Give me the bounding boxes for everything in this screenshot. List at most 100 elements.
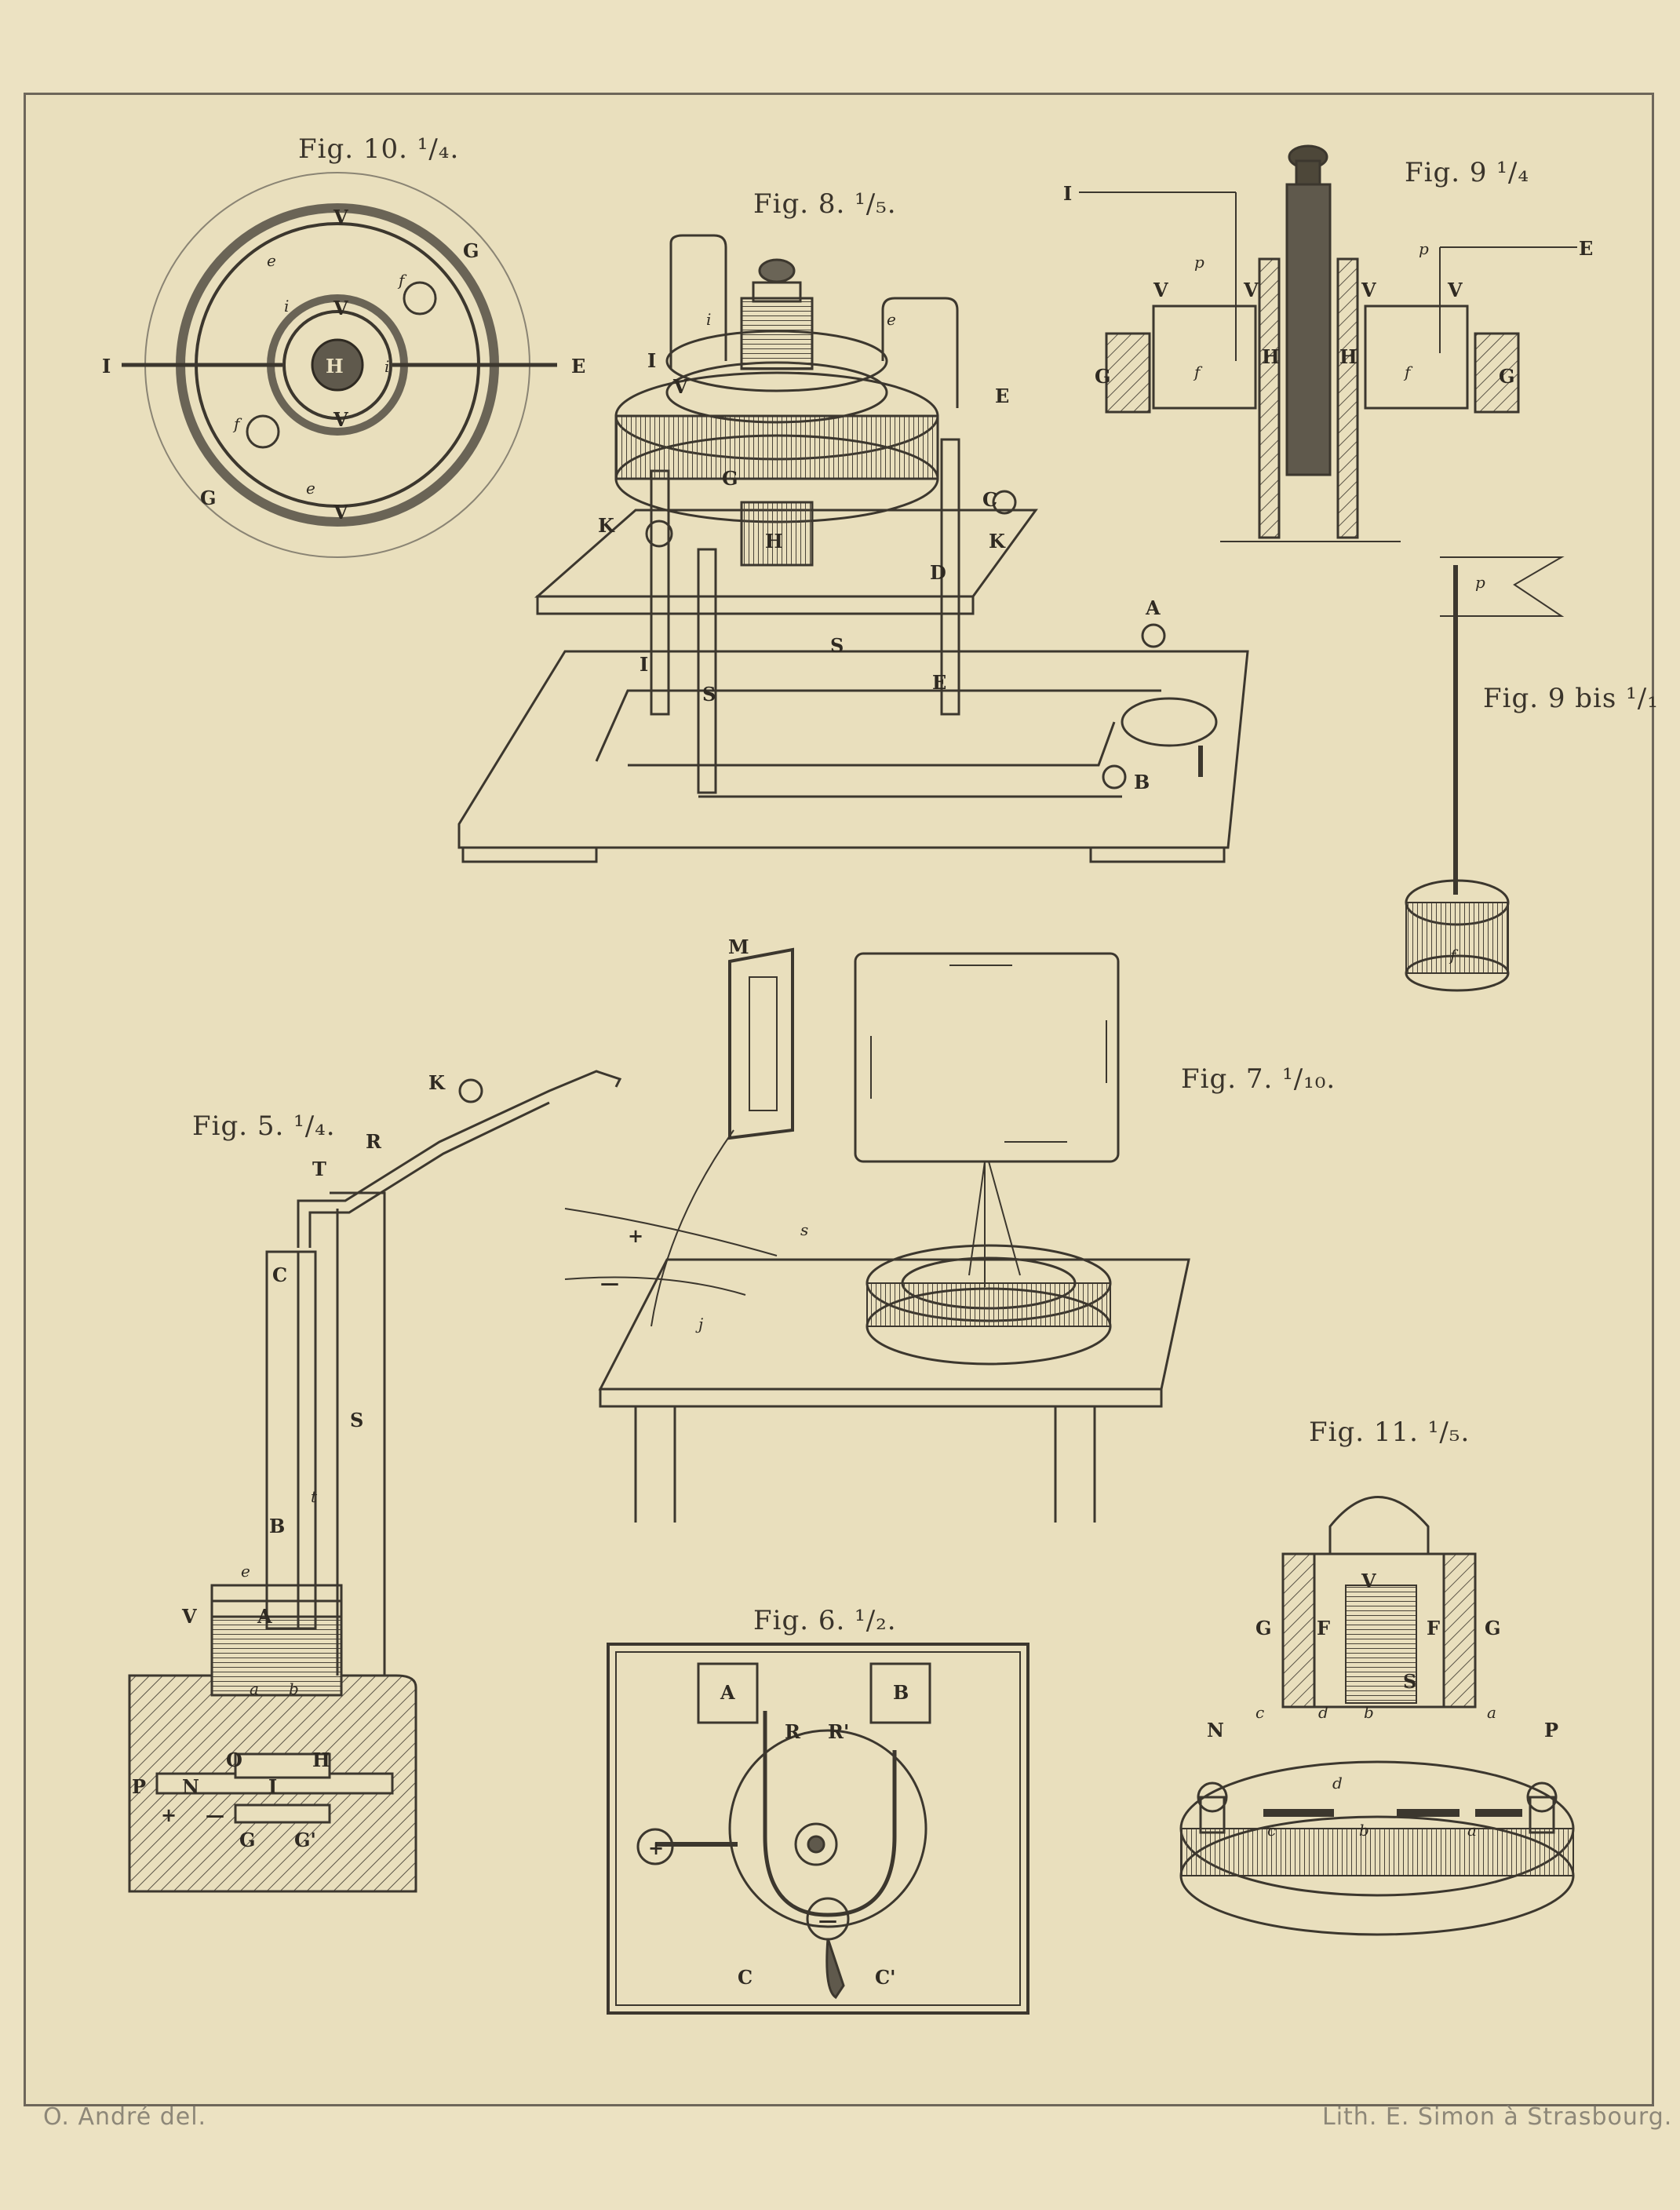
fig9bis-caption: Fig. 9 bis ¹/₁: [1483, 683, 1659, 714]
fig9-label-V1: V: [1153, 279, 1168, 301]
fig11-label-F2: F: [1427, 1617, 1441, 1639]
fig9bis-label-f: f: [1450, 946, 1456, 965]
fig8-label-S2: S: [702, 683, 716, 706]
fig5-label-I: I: [268, 1775, 278, 1798]
fig5-label-V: V: [182, 1605, 197, 1628]
fig9-drawing: [1079, 144, 1577, 542]
fig6-label-plus: +: [648, 1836, 665, 1859]
fig5-caption: Fig. 5. ¹/₄.: [192, 1110, 336, 1142]
fig6-caption: Fig. 6. ¹/₂.: [753, 1605, 897, 1636]
fig9-label-H2: H: [1339, 345, 1357, 368]
fig8-label-D: D: [930, 561, 946, 584]
fig11-label-b1: b: [1364, 1703, 1374, 1722]
fig6-label-A: A: [720, 1681, 735, 1704]
fig9-label-E: E: [1579, 237, 1594, 260]
fig9-label-G1: G: [1095, 365, 1111, 388]
fig9-label-V2: V: [1244, 279, 1259, 301]
fig10-caption: Fig. 10. ¹/₄.: [298, 133, 460, 165]
fig8-label-I: I: [647, 349, 657, 372]
fig8-label-e: e: [887, 310, 896, 329]
fig7-label-minus: —: [600, 1271, 619, 1294]
fig5-label-P: P: [132, 1775, 147, 1798]
fig9-label-G2: G: [1499, 365, 1515, 388]
fig7-drawing: [564, 947, 1190, 1523]
fig8-label-E2: E: [932, 671, 947, 694]
fig10-label-G2: G: [200, 487, 217, 509]
fig8-label-K1: K: [598, 514, 614, 537]
fig5-label-e: e: [241, 1562, 250, 1581]
fig9-label-I: I: [1063, 182, 1073, 205]
fig11-drawing: [1179, 1496, 1575, 1936]
fig9-label-f1: f: [1194, 363, 1201, 381]
fig11-label-P: P: [1544, 1719, 1559, 1741]
fig6-label-B: B: [893, 1681, 909, 1704]
fig11-label-G2: G: [1485, 1617, 1501, 1639]
fig10-label-e1: e: [267, 251, 276, 270]
fig8-label-i: i: [706, 310, 712, 329]
fig7-label-s: s: [800, 1220, 809, 1239]
fig8-label-V: V: [673, 375, 688, 398]
fig11-label-a2: a: [1467, 1821, 1477, 1840]
fig11-label-N: N: [1207, 1719, 1224, 1741]
fig11-label-c1: c: [1255, 1703, 1265, 1722]
fig11-label-d2: d: [1332, 1774, 1343, 1792]
fig9bis-label-p: p: [1475, 573, 1485, 592]
fig8-label-K2: K: [989, 530, 1005, 552]
fig11-label-V: V: [1361, 1570, 1376, 1592]
fig11-label-b2: b: [1359, 1821, 1369, 1840]
fig5-label-B: B: [269, 1515, 286, 1537]
fig5-label-T: T: [312, 1158, 326, 1180]
fig9-label-p2: p: [1419, 239, 1429, 258]
fig11-label-F1: F: [1317, 1617, 1331, 1639]
fig8-label-C: C: [982, 488, 998, 511]
fig5-label-plus: +: [161, 1803, 177, 1826]
fig8-label-E: E: [995, 385, 1010, 407]
fig9bis-drawing: [1405, 556, 1565, 992]
fig5-label-N: N: [182, 1775, 199, 1798]
credit-lithographer: Lith. E. Simon à Strasbourg.: [1322, 2103, 1673, 2131]
fig10-label-f2: f: [234, 414, 240, 433]
fig5-label-C: C: [272, 1264, 288, 1286]
fig5-label-R: R: [366, 1130, 381, 1153]
fig5-label-H: H: [312, 1749, 330, 1771]
fig6-label-R2: R': [828, 1720, 850, 1743]
fig10-drawing: [122, 172, 557, 558]
fig8-label-I2: I: [640, 653, 649, 676]
fig9-label-V3: V: [1361, 279, 1376, 301]
fig9-label-V4: V: [1448, 279, 1463, 301]
fig6-label-R: R: [785, 1720, 800, 1743]
fig5-label-A: A: [257, 1605, 272, 1628]
fig11-label-G1: G: [1255, 1617, 1272, 1639]
fig10-label-V2: V: [333, 297, 348, 319]
fig11-label-S: S: [1403, 1670, 1417, 1693]
fig9-label-p1: p: [1194, 253, 1204, 272]
credit-artist: O. André del.: [43, 2103, 207, 2131]
fig6-label-C2: C': [875, 1966, 896, 1989]
fig5-label-a: a: [250, 1679, 259, 1698]
fig11-label-a1: a: [1487, 1703, 1496, 1722]
fig5-label-K: K: [428, 1071, 445, 1094]
fig8-caption: Fig. 8. ¹/₅.: [753, 188, 897, 220]
fig5-label-G2: G': [294, 1829, 316, 1851]
fig8-label-H: H: [765, 530, 783, 552]
fig11-label-d1: d: [1318, 1703, 1328, 1722]
fig7-label-j: j: [698, 1315, 704, 1333]
fig10-label-V4: V: [333, 501, 348, 523]
fig6-label-C: C: [738, 1966, 753, 1989]
fig10-label-f1: f: [399, 271, 405, 290]
fig8-label-B: B: [1134, 771, 1150, 793]
fig10-label-E: E: [571, 355, 586, 377]
fig5-label-minus: —: [206, 1803, 224, 1826]
fig11-caption: Fig. 11. ¹/₅.: [1309, 1417, 1470, 1448]
fig5-label-b: b: [289, 1679, 299, 1698]
fig5-label-S: S: [350, 1409, 364, 1431]
fig9-caption: Fig. 9 ¹/₄: [1405, 157, 1529, 188]
fig5-label-t: t: [311, 1487, 318, 1506]
fig6-label-minus: —: [818, 1909, 837, 1931]
fig11-label-c2: c: [1267, 1821, 1277, 1840]
fig5-drawing: [128, 1070, 622, 1893]
fig5-label-O: O: [226, 1749, 242, 1771]
fig8-label-S1: S: [830, 634, 844, 657]
